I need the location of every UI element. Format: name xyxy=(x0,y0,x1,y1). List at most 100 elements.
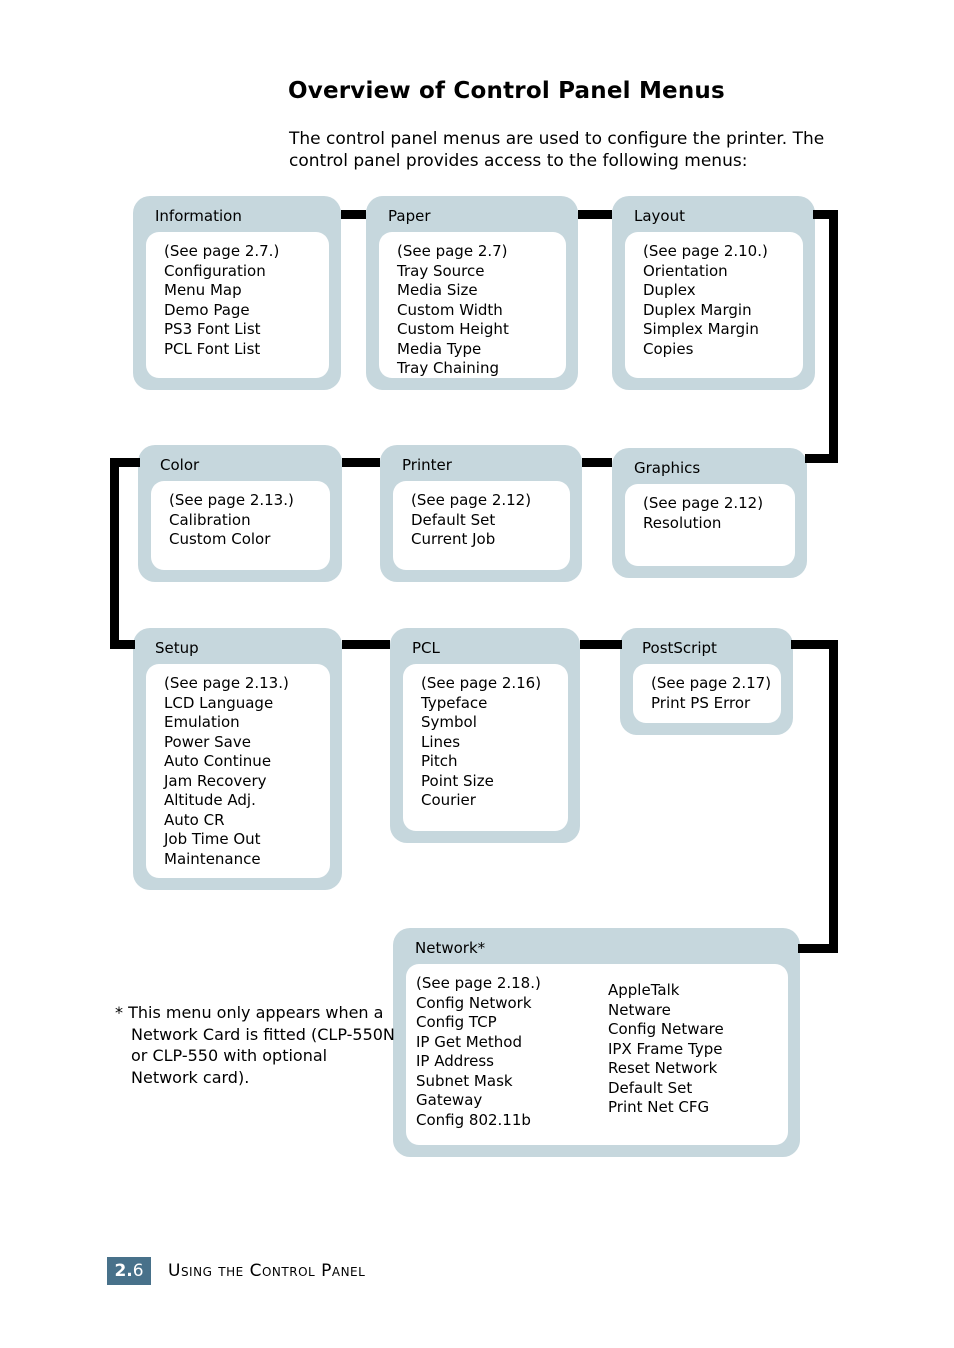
menu-item: (See page 2.12) xyxy=(643,494,764,512)
menu-item: PCL Font List xyxy=(164,339,261,358)
menu-item: (See page 2.13.) xyxy=(169,491,294,509)
menu-item: Courier xyxy=(421,791,476,809)
menu-item: Custom Width xyxy=(397,300,503,319)
connector-pcl-postscript xyxy=(580,640,622,649)
connector-network-elbow-h xyxy=(798,944,838,953)
menu-item: Custom Color xyxy=(169,530,271,548)
menu-item: Job Time Out xyxy=(164,830,261,848)
menu-box-graphics: Graphics (See page 2.12)Resolution xyxy=(612,448,807,578)
intro-paragraph: The control panel menus are used to conf… xyxy=(289,128,824,172)
menu-item: IP Address xyxy=(416,1052,494,1070)
menu-item: Config Netware xyxy=(608,1020,724,1038)
menu-item: or CLP-550 with optional xyxy=(131,1046,328,1065)
menu-item: (See page 2.10.) xyxy=(643,242,768,260)
page-number-minor: 6 xyxy=(132,1261,144,1281)
connector-paper-layout xyxy=(578,210,612,219)
menu-item: (See page 2.7) xyxy=(397,242,508,260)
menu-item: Default Set xyxy=(411,510,496,529)
page-number-major: 2. xyxy=(114,1261,133,1281)
menu-box-title: Information xyxy=(155,207,242,225)
menu-item: Power Save xyxy=(164,732,251,751)
menu-box-items: (See page 2.12)Resolution xyxy=(625,484,795,566)
menu-item: Custom Height xyxy=(397,320,509,338)
menu-box-title: Network* xyxy=(415,939,486,957)
menu-item: Config TCP xyxy=(416,1013,497,1031)
menu-item: Orientation xyxy=(643,261,728,280)
menu-item: Calibration xyxy=(169,510,251,529)
connector-graphics-elbow-h xyxy=(805,454,838,463)
menu-item: (See page 2.17) xyxy=(651,674,772,692)
menu-item: Pitch xyxy=(421,752,458,770)
menu-box-postscript: PostScript (See page 2.17)Print PS Error xyxy=(620,628,793,735)
menu-item: Demo Page xyxy=(164,300,250,319)
intro-line: The control panel menus are used to conf… xyxy=(289,129,825,149)
menu-item: Menu Map xyxy=(164,281,242,299)
connector-layout-elbow-h xyxy=(813,210,838,219)
menu-item: Reset Network xyxy=(608,1059,718,1077)
menu-item: IP Get Method xyxy=(416,1032,522,1051)
menu-item: Duplex Margin xyxy=(643,300,752,319)
menu-item: Subnet Mask xyxy=(416,1071,513,1090)
menu-item: (See page 2.16) xyxy=(421,674,542,692)
menu-box-title: Setup xyxy=(155,639,199,657)
menu-item: Simplex Margin xyxy=(643,320,759,338)
menu-item: Configuration xyxy=(164,261,266,280)
menu-item: (See page 2.13.) xyxy=(164,674,289,692)
footnote: * This menu only appears when a Network C… xyxy=(115,1002,395,1088)
menu-item: Media Type xyxy=(397,339,482,358)
menu-item: LCD Language xyxy=(164,693,274,712)
menu-box-title: PCL xyxy=(412,639,440,657)
connector-setup-pcl xyxy=(342,640,390,649)
menu-item: Typeface xyxy=(421,693,488,712)
menu-box-title: Printer xyxy=(402,456,452,474)
menu-item: Tray Chaining xyxy=(397,359,500,377)
menu-item: Jam Recovery xyxy=(164,771,267,790)
menu-box-title: Paper xyxy=(388,207,431,225)
menu-item: Print PS Error xyxy=(651,693,751,712)
page-number-badge: 2.6 xyxy=(107,1257,151,1285)
intro-line: control panel provides access to the fol… xyxy=(289,151,748,171)
menu-item: Altitude Adj. xyxy=(164,791,256,809)
connector-color-elbow-h xyxy=(117,458,140,467)
menu-item: Network Card is fitted (CLP-550N xyxy=(131,1024,395,1044)
page-title: Overview of Control Panel Menus xyxy=(288,78,725,104)
menu-box-title: PostScript xyxy=(642,639,717,657)
menu-item: Media Size xyxy=(397,281,478,299)
menu-item: IPX Frame Type xyxy=(608,1039,723,1058)
menu-box-items: (See page 2.17)Print PS Error xyxy=(633,664,781,723)
menu-item: PS3 Font List xyxy=(164,320,261,338)
menu-item: (See page 2.18.) xyxy=(416,974,541,992)
menu-item: Point Size xyxy=(421,771,494,790)
menu-item: * This menu only appears when a xyxy=(115,1003,384,1022)
page-footer: 2.6 Using the Control Panel xyxy=(107,1257,365,1285)
menu-item: Network card). xyxy=(131,1067,250,1087)
connector-postscript-elbow-h xyxy=(791,640,838,649)
menu-item: Current Job xyxy=(411,530,496,548)
menu-box-title: Layout xyxy=(634,207,685,225)
menu-item: Copies xyxy=(643,339,694,358)
connector-right-vertical-2 xyxy=(829,640,838,953)
menu-item: Resolution xyxy=(643,513,722,532)
menu-box-title: Color xyxy=(160,456,200,474)
menu-item: Maintenance xyxy=(164,849,261,868)
connector-color-printer xyxy=(342,458,380,467)
menu-item: Print Net CFG xyxy=(608,1098,710,1116)
connector-right-vertical-1 xyxy=(829,210,838,463)
menu-item: Config 802.11b xyxy=(416,1110,531,1129)
